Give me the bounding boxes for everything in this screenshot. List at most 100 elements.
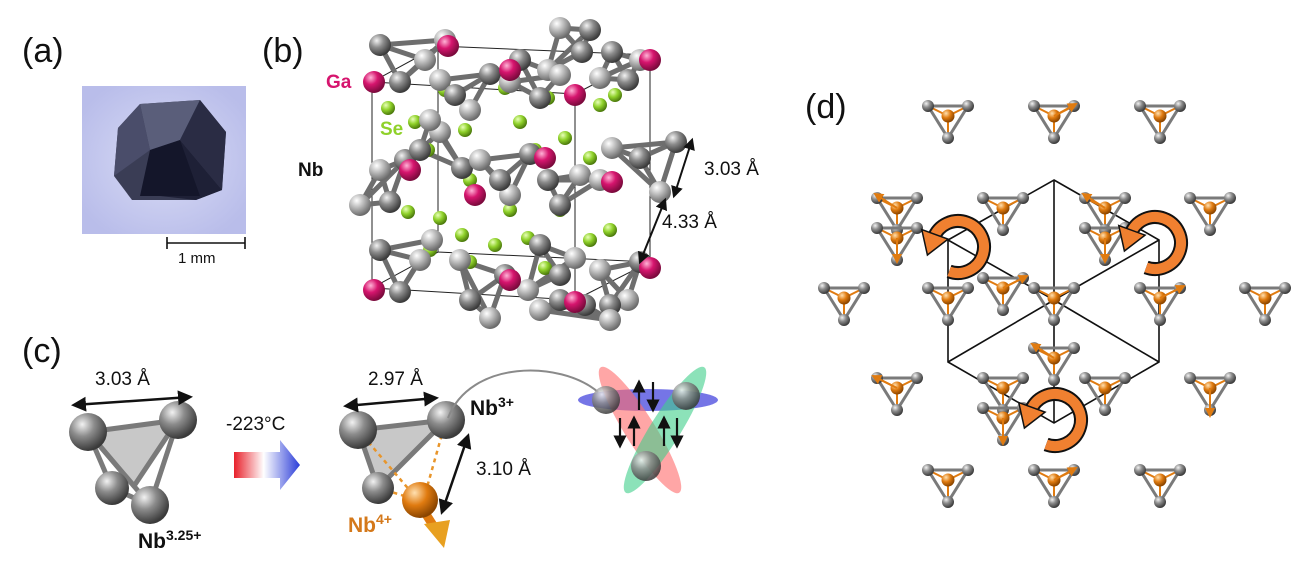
crystal-structure xyxy=(349,17,687,331)
nb4-atom xyxy=(1203,201,1217,215)
nb-atom xyxy=(962,282,974,294)
nb-atom xyxy=(818,282,830,294)
nb4-atom xyxy=(996,201,1010,215)
nb-atom xyxy=(589,259,611,281)
tetrahedron-unit xyxy=(922,464,974,508)
ga-atom xyxy=(464,184,486,206)
ga-atom xyxy=(363,71,385,93)
nb-atom xyxy=(449,249,471,271)
spin-arrow-icon xyxy=(1030,342,1055,359)
nb-atom xyxy=(977,372,989,384)
nb-atom xyxy=(159,401,197,439)
nb-atom xyxy=(459,289,481,311)
nb-atom xyxy=(1017,372,1029,384)
nb-atom xyxy=(922,100,934,112)
se-atom xyxy=(538,261,552,275)
nb-atom xyxy=(871,222,883,234)
panel-label-b: (b) xyxy=(262,32,304,70)
ga-atom xyxy=(601,171,623,193)
nb-atom xyxy=(1154,132,1166,144)
nb4-atom xyxy=(1258,291,1272,305)
spin-arrow-icon xyxy=(424,520,450,548)
panel-label-d: (d) xyxy=(805,88,847,126)
nb-atom xyxy=(339,411,377,449)
nb-atom xyxy=(529,87,551,109)
nb-atom xyxy=(1134,282,1146,294)
spin-arrow-icon xyxy=(871,375,898,389)
nb-atom xyxy=(362,472,394,504)
nb-atom xyxy=(977,402,989,414)
nb-atom xyxy=(1028,464,1040,476)
cooling-arrow xyxy=(234,440,300,490)
nb-atom xyxy=(517,279,539,301)
distance-arrows-b xyxy=(638,137,695,265)
tetrahedron-unit xyxy=(1239,282,1291,326)
structure-atoms xyxy=(349,17,687,331)
se-atom xyxy=(513,115,527,129)
ga-atom xyxy=(499,59,521,81)
se-atom xyxy=(433,211,447,225)
distance-inter-label: 4.33 Å xyxy=(662,212,717,233)
nb-atom xyxy=(529,299,551,321)
nb4-atom xyxy=(941,291,955,305)
nb-atom xyxy=(421,229,443,251)
nb-atom xyxy=(1048,314,1060,326)
ga-atom xyxy=(564,84,586,106)
se-atom xyxy=(608,88,622,102)
nb-atom xyxy=(1239,282,1251,294)
se-atom xyxy=(488,238,502,252)
nb-atom xyxy=(1119,192,1131,204)
se-atom xyxy=(593,98,607,112)
nb4-atom xyxy=(1153,473,1167,487)
nb-atom xyxy=(469,149,491,171)
nb-atom xyxy=(891,404,903,416)
nb-atom xyxy=(1079,372,1091,384)
tetrahedron-unit xyxy=(1134,282,1186,326)
nb-atom xyxy=(997,304,1009,316)
nb-atom xyxy=(369,159,391,181)
spin-pairs xyxy=(613,379,684,449)
tetrahedron-unit xyxy=(977,272,1029,316)
ga-atom xyxy=(499,269,521,291)
nb-atom xyxy=(911,372,923,384)
ga-atom xyxy=(363,279,385,301)
distance-arrow-left xyxy=(71,390,193,412)
tetrahedron-unit xyxy=(871,372,923,416)
nb-atom xyxy=(1224,372,1236,384)
spin-arrow-icon xyxy=(1159,285,1186,299)
nb-atom xyxy=(549,17,571,39)
nb-atom xyxy=(427,401,465,439)
ga-atom xyxy=(534,147,556,169)
nb-atom xyxy=(942,132,954,144)
nb-atom xyxy=(549,264,571,286)
nb-atom xyxy=(414,49,436,71)
tetrahedron-unit xyxy=(1028,342,1080,386)
distance-intra-label: 3.03 Å xyxy=(704,159,759,180)
nb-atom xyxy=(977,272,989,284)
nb-atom xyxy=(601,41,623,63)
nb-atom xyxy=(1028,100,1040,112)
nb-atom xyxy=(409,249,431,271)
nb-atom xyxy=(922,282,934,294)
temperature-label: -223°C xyxy=(226,414,285,435)
rotation-arrows xyxy=(920,210,1188,453)
ion-label-nb-4: Nb4+ xyxy=(348,511,392,537)
nb-atom xyxy=(564,247,586,269)
nb-atom xyxy=(617,289,639,311)
zoom-connector xyxy=(447,369,599,419)
ga-atom xyxy=(639,49,661,71)
nb-atom xyxy=(601,137,623,159)
nb-atom xyxy=(69,413,107,451)
nb4-atom xyxy=(941,473,955,487)
tetrahedron-unit xyxy=(1134,464,1186,508)
nb4-atom xyxy=(402,482,438,518)
se-atom xyxy=(455,228,469,242)
tetrahedron-unit xyxy=(1028,282,1080,326)
nb-atom xyxy=(389,281,411,303)
spin-arrow-icon xyxy=(1002,275,1029,289)
ga-atom xyxy=(437,35,459,57)
nb-atom xyxy=(459,99,481,121)
nb-atom xyxy=(131,486,169,524)
rotation-arrow-icon xyxy=(920,214,991,280)
